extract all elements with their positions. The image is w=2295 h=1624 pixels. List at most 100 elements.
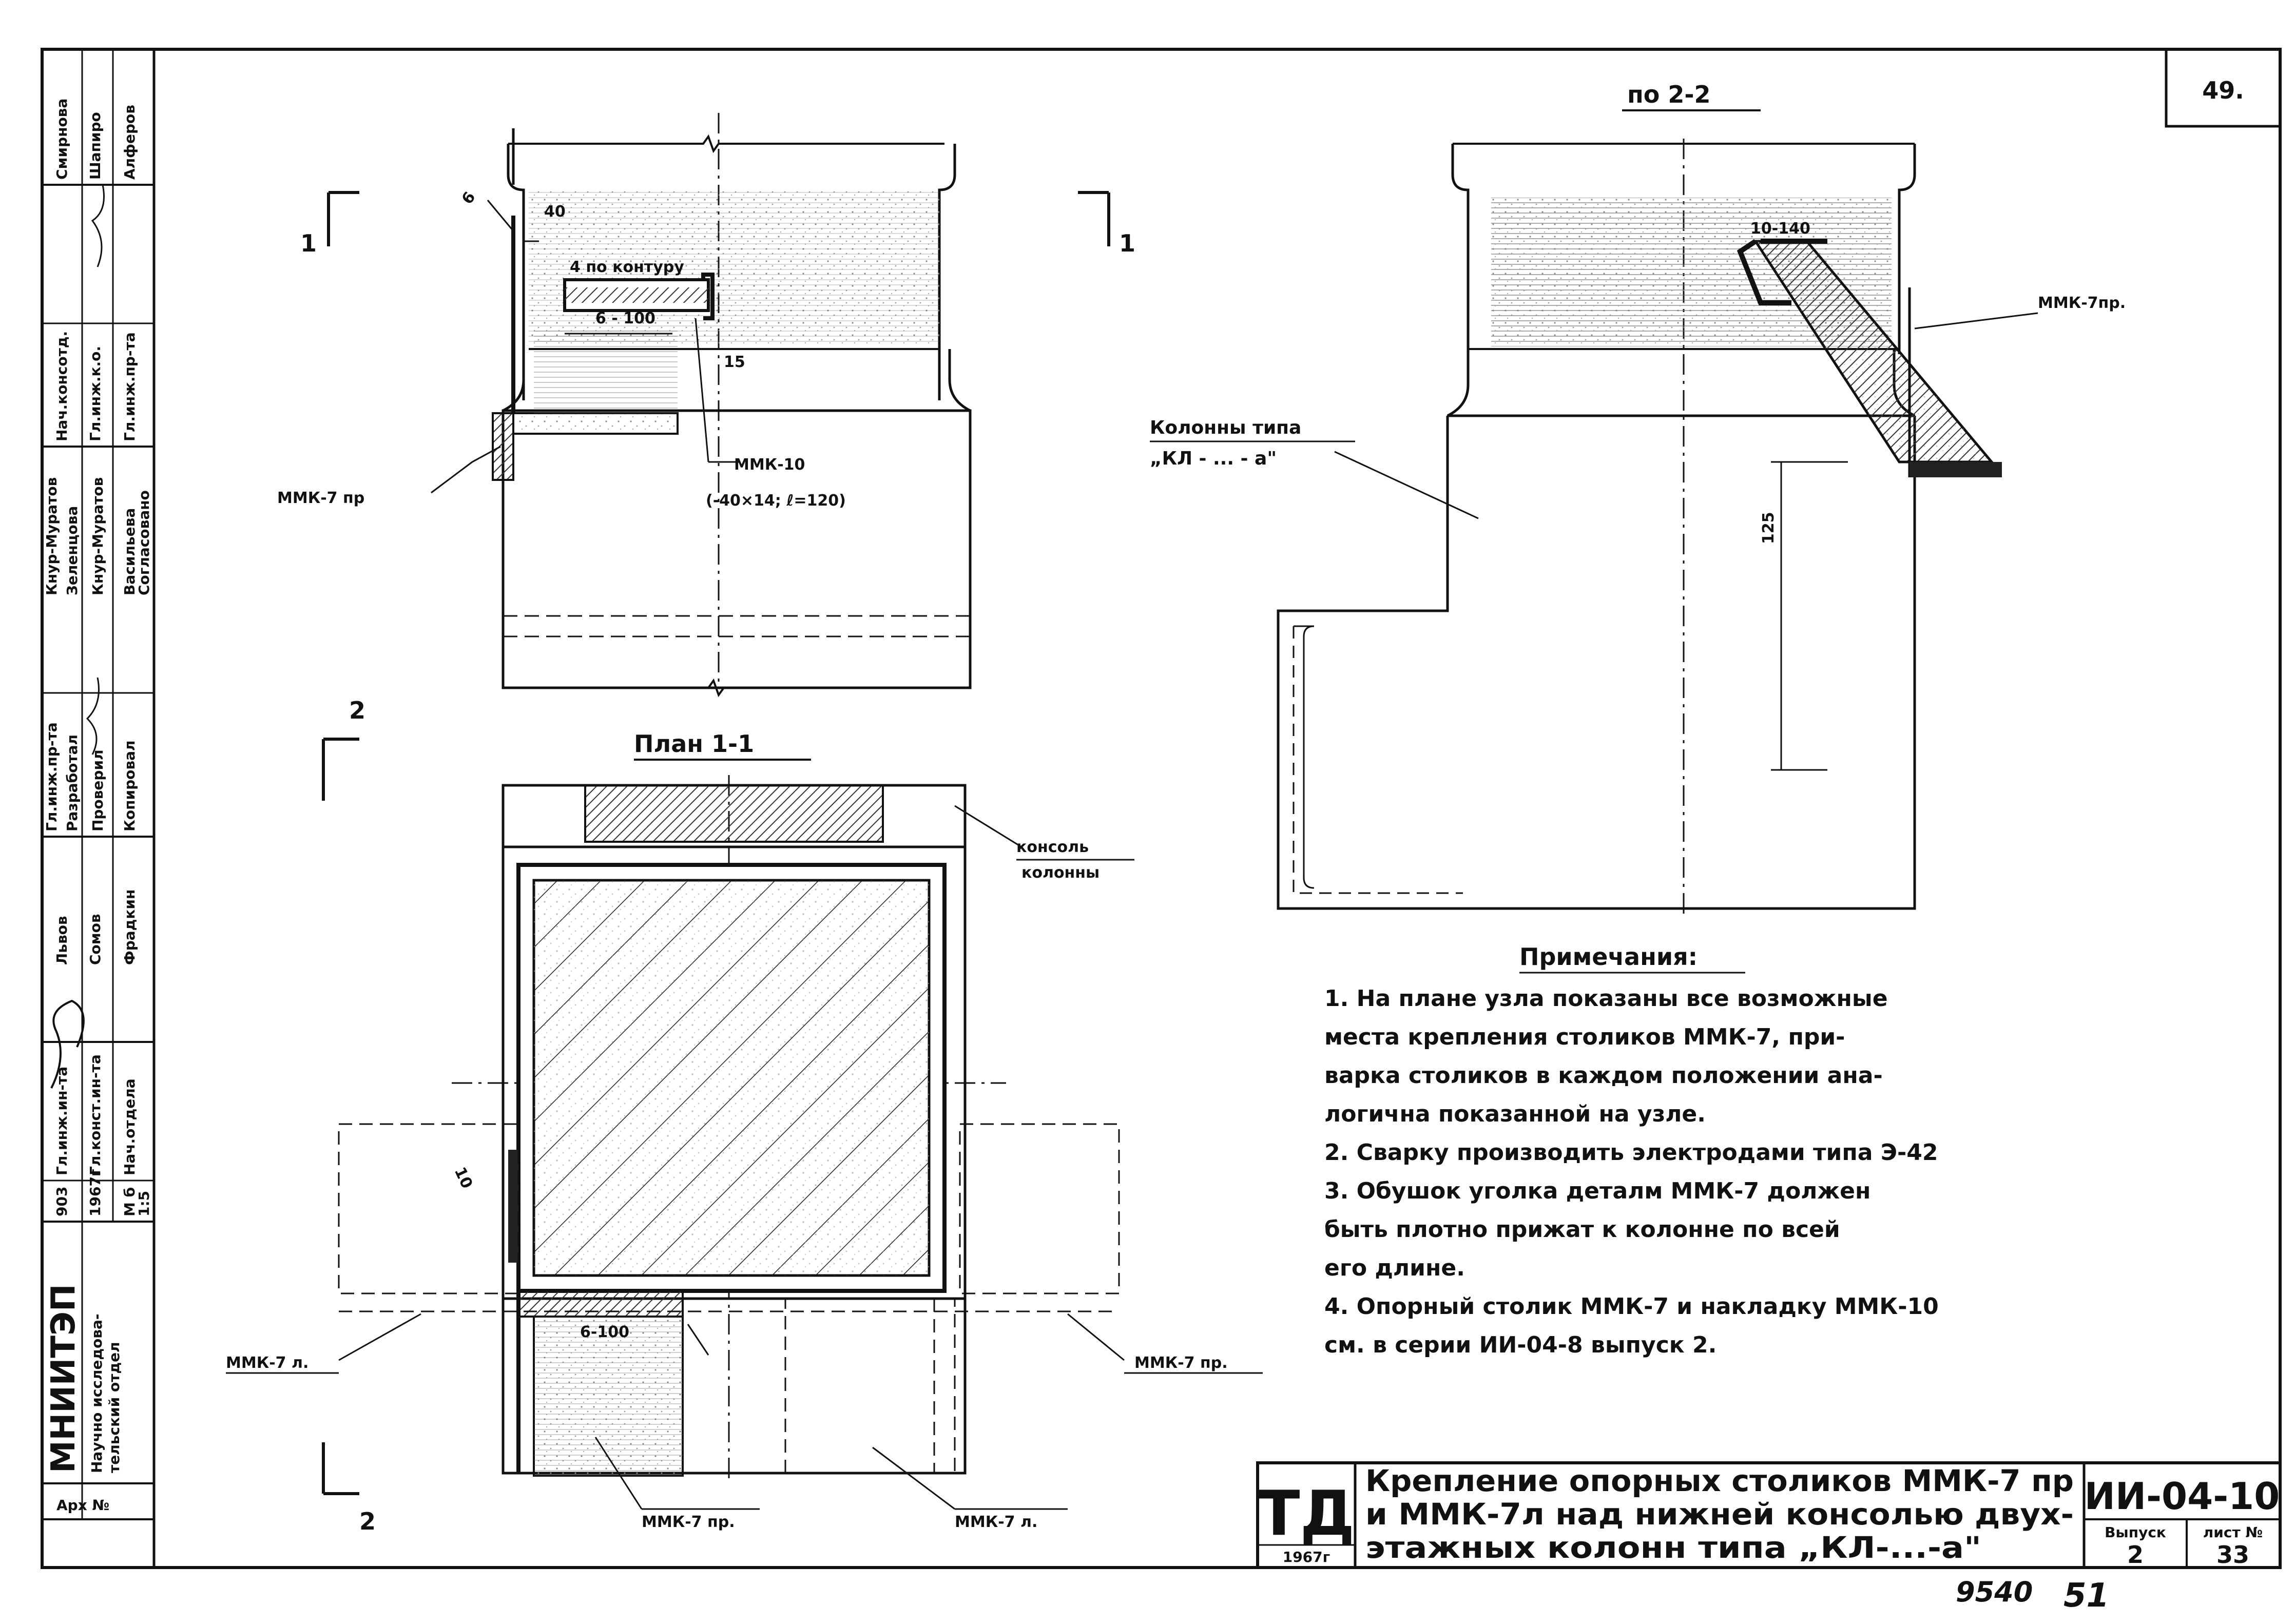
signature-3 bbox=[91, 184, 105, 267]
stamp-dept-2: тельский отдел bbox=[106, 1342, 123, 1473]
title-issue: 2 bbox=[2127, 1541, 2144, 1569]
title-line-0: Крепление опорных столиков ММК-7 пр bbox=[1365, 1463, 2074, 1498]
stamp-role-3: Гл.инж.пр-та bbox=[43, 722, 60, 832]
mmk7l-bottom-dashed bbox=[784, 1298, 956, 1474]
dim-6: 6 bbox=[458, 188, 479, 207]
columns-type-2: „КЛ - ... - а" bbox=[1150, 448, 1277, 469]
columns-type-1: Колонны типа bbox=[1150, 417, 1301, 438]
title-td: ТД bbox=[1258, 1478, 1355, 1550]
signature-2 bbox=[86, 677, 100, 755]
section-mark-1-left: 1 bbox=[300, 191, 359, 257]
note-line-6: быть плотно прижат к колонне по всей bbox=[1324, 1216, 1840, 1243]
stamp-name-1: Сомов bbox=[87, 914, 104, 965]
mmk7l-bottom-label: ММК-7 л. bbox=[955, 1513, 1037, 1531]
note-line-3: логична показанной на узле. bbox=[1324, 1101, 1706, 1127]
mmk7pr-section-label: ММК-7пр. bbox=[2038, 294, 2126, 312]
note-line-2: варка столиков в каждом положении ана- bbox=[1324, 1062, 1883, 1089]
section-title: по 2-2 bbox=[1627, 81, 1711, 108]
dim-40: 40 bbox=[544, 203, 566, 221]
svg-text:1: 1 bbox=[1119, 229, 1135, 257]
console-block bbox=[584, 784, 884, 843]
mmk7pr-bottom-label: ММК-7 пр. bbox=[642, 1513, 735, 1531]
stamp-scale: 1:5 bbox=[136, 1191, 152, 1216]
title-line-2: этажных колонн типа „КЛ-...-а" bbox=[1365, 1530, 1981, 1565]
mmk7l-left-dashed bbox=[338, 1123, 519, 1294]
stamp-name-7: Смирнова bbox=[53, 99, 70, 180]
note-line-7: его длине. bbox=[1324, 1255, 1465, 1281]
title-year: 1967г bbox=[1283, 1549, 1330, 1565]
stamp-agreed: Согласовано bbox=[136, 490, 152, 595]
stamp-code-1: 903 bbox=[53, 1187, 70, 1216]
stamp-name-0: Львов bbox=[53, 916, 70, 965]
dim-10-plan: 10 bbox=[451, 1165, 476, 1192]
title-sheet: 33 bbox=[2216, 1541, 2249, 1569]
dim-15: 15 bbox=[724, 353, 745, 371]
console-label-1: консоль bbox=[1016, 838, 1089, 856]
mmk7pr-angle-elevation bbox=[492, 412, 514, 481]
title-block: ТД 1967г Крепление опорных столиков ММК-… bbox=[1256, 1461, 2282, 1569]
elevation-view: 1 1 6 40 4 по контуру 6 - 100 15 ММК-10 … bbox=[277, 113, 1135, 698]
stamp-name-6: Васильева bbox=[121, 508, 138, 595]
stamp-role-8: Гл.инж.к.о. bbox=[87, 346, 104, 441]
note-line-0: 1. На плане узла показаны все возможные bbox=[1324, 985, 1888, 1012]
weld-4-contour: 4 по контуру bbox=[570, 258, 684, 276]
title-series: ИИ-04-10 bbox=[2085, 1475, 2280, 1518]
mmk7pr-angle-plan bbox=[517, 1290, 684, 1318]
stamp-name-4: Зеленцова bbox=[64, 506, 81, 595]
stamp-scale-label: М б bbox=[121, 1187, 138, 1216]
dim-125: 125 bbox=[1760, 512, 1778, 544]
mmk7pr-right-label: ММК-7 пр. bbox=[1134, 1354, 1228, 1372]
stamp-role-9: Гл.инж.пр-та bbox=[121, 332, 138, 441]
mmk10-spec: (-40×14; ℓ=120) bbox=[706, 492, 846, 510]
notes-block: Примечания: 1. На плане узла показаны вс… bbox=[1324, 943, 1939, 1358]
stamp-code-2: 1967г bbox=[87, 1169, 104, 1216]
svg-text:2: 2 bbox=[349, 697, 365, 724]
mmk7l-left-label: ММК-7 л. bbox=[226, 1354, 308, 1372]
stamp-dept-1: Научно исследова- bbox=[88, 1313, 105, 1473]
note-line-8: 4. Опорный столик ММК-7 и накладку ММК-1… bbox=[1324, 1293, 1939, 1320]
weld-6-100-top: 6 - 100 bbox=[595, 310, 655, 327]
stamp-name-9: Алферов bbox=[121, 105, 138, 180]
svg-text:1: 1 bbox=[300, 229, 317, 257]
stamp-name-2: Фрадкин bbox=[121, 890, 138, 965]
note-line-9: см. в серии ИИ-04-8 выпуск 2. bbox=[1324, 1332, 1717, 1358]
notes-heading: Примечания: bbox=[1519, 943, 1698, 971]
footer-inv: 9540 bbox=[1956, 1576, 2033, 1608]
section-mark-2-top: 2 bbox=[322, 697, 365, 801]
mmk7pr-right-dashed bbox=[959, 1123, 1120, 1294]
sheet-number: 49. bbox=[2202, 76, 2244, 104]
title-line-1: и ММК-7л над нижней консолью двух- bbox=[1365, 1497, 2074, 1532]
stamp-org: МНИИТЭП bbox=[45, 1284, 83, 1473]
note-line-1: места крепления столиков ММК-7, при- bbox=[1324, 1024, 1845, 1050]
weld-6-100-plan: 6-100 bbox=[580, 1323, 629, 1341]
note-line-4: 2. Сварку производить электродами типа Э… bbox=[1324, 1139, 1938, 1166]
mmk7pr-elev-label: ММК-7 пр bbox=[277, 489, 364, 507]
signature-1 bbox=[50, 999, 85, 1089]
stamp-role-6: Копировал bbox=[121, 741, 138, 832]
plan-view: План 1-1 2 2 6-100 10 bbox=[226, 697, 1263, 1535]
stamp-role-5: Проверил bbox=[89, 749, 106, 832]
side-stamp: Арх № МНИИТЭП Научно исследова- тельский… bbox=[42, 49, 154, 1520]
stamp-role-1: Гл.конст.ин-та bbox=[87, 1054, 104, 1175]
console-label-2: колонны bbox=[1021, 864, 1100, 882]
dim-10-140: 10-140 bbox=[1750, 220, 1810, 238]
svg-text:2: 2 bbox=[359, 1507, 376, 1535]
stamp-role-4: Разработал bbox=[64, 734, 81, 832]
outer-frame bbox=[41, 48, 2282, 1569]
stamp-name-5: Кнур-Муратов bbox=[89, 477, 106, 595]
section-mark-1-right: 1 bbox=[1078, 191, 1135, 257]
footer-copy: 51 bbox=[2063, 1577, 2109, 1615]
note-line-5: 3. Обушок уголка деталм ММК-7 должен bbox=[1324, 1178, 1870, 1204]
section-view: по 2-2 125 10-140 ММК-7пр. Колонны типа … bbox=[1150, 81, 2126, 914]
title-sheet-label: лист № bbox=[2203, 1524, 2263, 1541]
title-issue-label: Выпуск bbox=[2105, 1524, 2166, 1541]
stamp-name-8: Шапиро bbox=[87, 112, 104, 180]
plan-title: План 1-1 bbox=[634, 730, 754, 758]
mmk10-title: ММК-10 bbox=[734, 456, 805, 474]
section-mark-2-bottom: 2 bbox=[322, 1442, 376, 1535]
stamp-role-0: Гл.инж.ин-та bbox=[53, 1067, 70, 1175]
stamp-role-7: Нач.консотд. bbox=[53, 331, 70, 441]
sheet-number-box: 49. bbox=[2165, 48, 2282, 128]
stamp-name-3: Кнур-Муратов bbox=[43, 477, 60, 595]
